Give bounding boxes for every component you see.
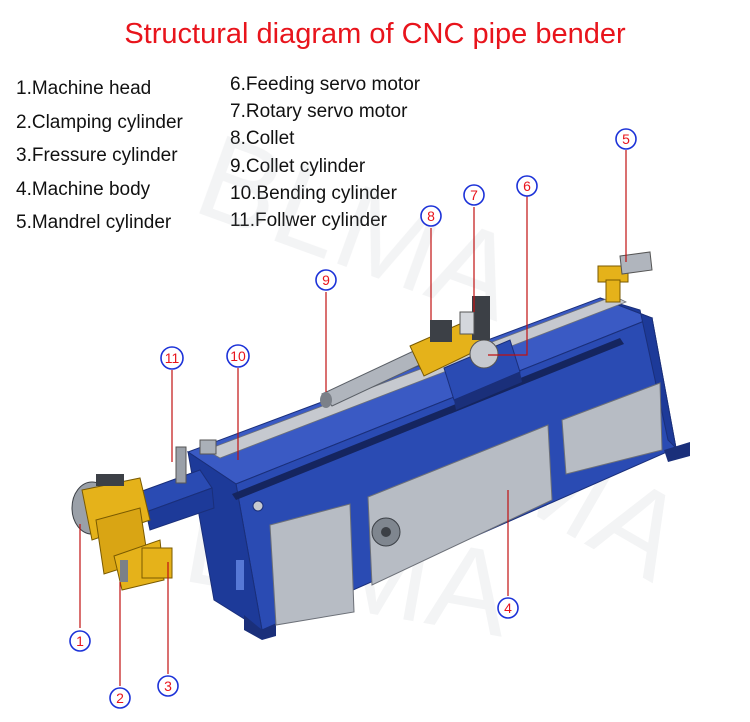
callout-8: 8	[420, 205, 442, 227]
svg-text:5: 5	[622, 131, 630, 147]
svg-text:3: 3	[164, 678, 172, 694]
legend-right: 6.Feeding servo motor 7.Rotary servo mot…	[230, 71, 420, 234]
svg-text:9: 9	[322, 272, 330, 288]
callout-4: 4	[497, 597, 519, 619]
callout-2: 2	[109, 687, 131, 709]
legend-left: 1.Machine head 2.Clamping cylinder 3.Fre…	[16, 72, 183, 240]
svg-text:11: 11	[165, 350, 180, 366]
legend-item: 2.Clamping cylinder	[16, 111, 183, 133]
legend-item: 8.Collet	[230, 128, 295, 150]
legend-item: 11.Follwer cylinder	[230, 210, 387, 232]
legend-item: 9.Collet cylinder	[230, 155, 366, 177]
legend-item: 1.Machine head	[16, 78, 152, 99]
legend-item: 4.Machine body	[16, 178, 151, 200]
callout-5: 5	[615, 128, 637, 150]
callout-3: 3	[157, 675, 179, 697]
legend-item: 3.Fressure cylinder	[16, 145, 178, 166]
collet-cylinder	[320, 347, 431, 408]
callout-10: 10	[226, 344, 250, 368]
callout-1: 1	[69, 630, 91, 652]
diagram-title: Structural diagram of CNC pipe bender	[124, 18, 626, 50]
legend-item: 5.Mandrel cylinder	[16, 212, 172, 233]
machine-body	[186, 295, 690, 640]
svg-text:1: 1	[76, 633, 84, 649]
leader-lines	[79, 150, 627, 686]
svg-text:4: 4	[504, 600, 512, 616]
svg-text:7: 7	[470, 187, 478, 203]
machine-head	[71, 474, 173, 591]
svg-text:10: 10	[230, 348, 246, 364]
callout-9: 9	[315, 269, 337, 291]
callout-11: 11	[160, 346, 184, 370]
mandrel-cylinder	[597, 251, 653, 303]
machine-head-arm	[133, 439, 217, 531]
legend-item: 7.Rotary servo motor	[230, 101, 408, 123]
legend-item: 6.Feeding servo motor	[230, 74, 421, 95]
svg-text:8: 8	[427, 208, 435, 224]
callout-6: 6	[516, 175, 538, 197]
legend-item: 10.Bending cylinder	[230, 182, 397, 204]
callout-7: 7	[463, 184, 485, 206]
svg-text:2: 2	[116, 690, 124, 706]
svg-text:6: 6	[523, 178, 531, 194]
